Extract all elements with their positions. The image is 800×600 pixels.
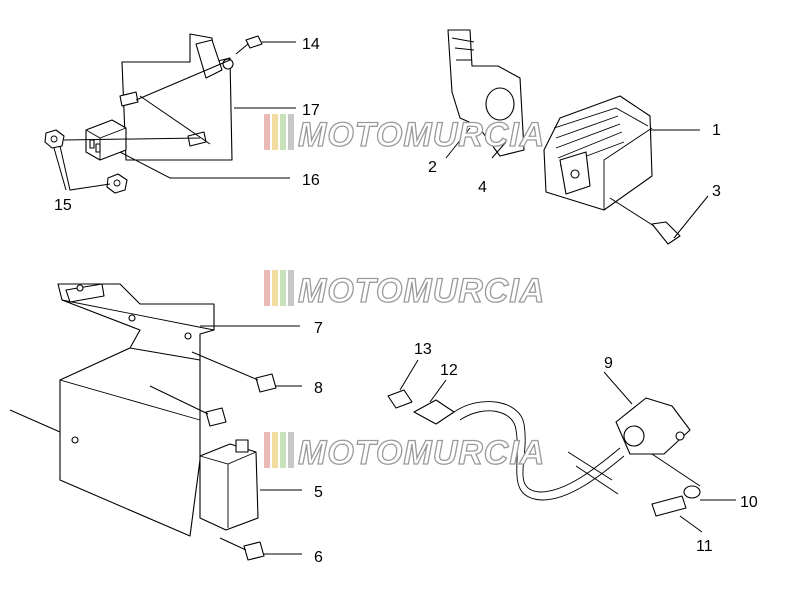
leader-lines xyxy=(445,127,709,239)
callout-16: 16 xyxy=(302,172,320,189)
regulator-assembly xyxy=(445,29,709,245)
watermark-stripe-1 xyxy=(264,114,270,150)
callout-1: 1 xyxy=(712,122,721,139)
watermark-stripe-4 xyxy=(288,114,294,150)
leader-lines xyxy=(119,41,296,179)
callout-12: 12 xyxy=(440,362,458,379)
mount-hole xyxy=(570,169,580,179)
callout-10: 10 xyxy=(740,494,758,511)
bracket-fold-lines xyxy=(451,37,475,61)
ignition-coil xyxy=(199,443,259,531)
plug-cap-9 xyxy=(615,397,691,455)
callout-5: 5 xyxy=(314,484,323,501)
callout-6: 6 xyxy=(314,549,323,566)
bracket-hole xyxy=(71,436,79,444)
callout-3: 3 xyxy=(712,183,721,200)
screw-axis xyxy=(609,197,655,227)
spark-plug-cap-assembly xyxy=(387,359,736,533)
coil-edges xyxy=(199,451,257,528)
watermark-stripe-4 xyxy=(288,432,294,468)
watermark-stripe-3 xyxy=(280,114,286,150)
bolt-8-lower xyxy=(205,407,227,427)
leader-lines xyxy=(399,359,736,533)
callout-8: 8 xyxy=(314,380,323,397)
nut-lower xyxy=(106,173,128,194)
stud-lower xyxy=(187,131,207,147)
regulator-fins xyxy=(553,107,653,210)
watermark-stripe-2 xyxy=(272,270,278,306)
bracket-hole xyxy=(128,314,136,322)
plug-cap-hole xyxy=(675,431,685,441)
watermark-stripe-1 xyxy=(264,432,270,468)
callout-7: 7 xyxy=(314,320,323,337)
watermark-bottom: MOTOMURCIA xyxy=(264,432,545,473)
coil-terminal xyxy=(235,439,249,453)
bracket-tab xyxy=(195,39,223,79)
bracket-opening xyxy=(485,87,515,121)
relay-bracket-assembly xyxy=(44,33,296,194)
watermark-middle: MOTOMURCIA xyxy=(264,270,545,311)
regulator-body xyxy=(543,95,653,211)
bracket-connector xyxy=(65,283,105,303)
bolt-8 xyxy=(255,373,277,393)
ignition-bracket xyxy=(57,283,215,537)
watermark-top: MOTOMURCIA xyxy=(264,114,545,155)
callout-11: 11 xyxy=(696,538,713,555)
assembly-lines xyxy=(567,451,701,495)
callout-13: 13 xyxy=(414,341,432,358)
callout-14: 14 xyxy=(302,36,320,53)
watermark-text: MOTOMURCIA xyxy=(298,116,545,154)
bracket-hole xyxy=(184,332,192,340)
relay-pin xyxy=(89,139,95,149)
watermark-stripe-3 xyxy=(280,270,286,306)
assembly-lines xyxy=(9,351,259,551)
hv-cable-outer xyxy=(459,410,625,501)
watermark-stripe-3 xyxy=(280,432,286,468)
washer-10 xyxy=(683,485,701,499)
nut-hole xyxy=(113,179,121,187)
callout-17: 17 xyxy=(302,102,320,119)
bracket-hole xyxy=(76,284,84,292)
watermark-stripe-1 xyxy=(264,270,270,306)
nut-upper xyxy=(44,129,65,149)
callout-2: 2 xyxy=(428,159,437,176)
watermark-text: MOTOMURCIA xyxy=(298,272,545,310)
screw-11 xyxy=(651,495,687,517)
regulator-screw xyxy=(651,221,681,245)
hv-cable xyxy=(453,401,621,493)
bolt-6 xyxy=(243,541,265,561)
stud-upper xyxy=(119,91,139,107)
regulator-bracket xyxy=(447,29,525,157)
callout-4: 4 xyxy=(478,179,487,196)
ignition-bracket-assembly xyxy=(9,283,302,561)
watermark-stripe-4 xyxy=(288,270,294,306)
screw-14 xyxy=(245,35,263,49)
callout-9: 9 xyxy=(604,355,613,372)
cable-clamp-12 xyxy=(413,399,455,425)
leader-lines xyxy=(200,325,302,555)
nut-hole xyxy=(50,135,58,143)
watermark-text: MOTOMURCIA xyxy=(298,434,545,472)
callout-15: 15 xyxy=(54,197,72,214)
relay-pin xyxy=(95,143,101,153)
watermark-stripe-2 xyxy=(272,114,278,150)
bracket-edges xyxy=(59,299,215,421)
plug-cap-boot xyxy=(623,425,645,447)
watermark-stripe-2 xyxy=(272,432,278,468)
assembly-lines xyxy=(53,43,249,191)
grommet-13 xyxy=(387,389,413,409)
